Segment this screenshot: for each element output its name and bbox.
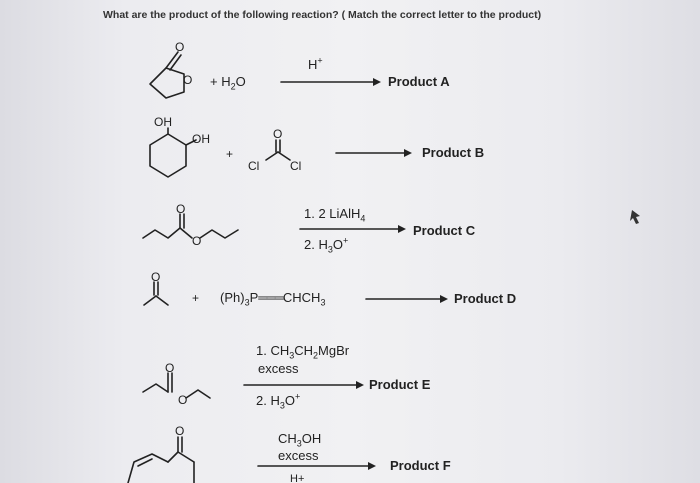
product-f-label: Product F (390, 458, 451, 473)
svg-text:O: O (175, 424, 184, 438)
arrowhead-f-icon (368, 462, 376, 470)
svg-text:+: + (226, 147, 233, 161)
acetone-structure: O (143, 270, 169, 306)
svg-text:OH: OH (154, 115, 172, 129)
svg-text:Cl: Cl (248, 159, 259, 173)
svg-text:O: O (178, 393, 187, 407)
svg-text:O: O (192, 234, 201, 248)
product-c-label: Product C (413, 223, 476, 238)
grignard-step: 1. CH3CH2MgBr (256, 343, 350, 361)
svg-text:O: O (151, 270, 160, 284)
water-reagent: + H2O (210, 74, 246, 92)
svg-text:O: O (176, 202, 185, 216)
lactone-structure: O O (149, 40, 192, 99)
phosgene-structure: O Cl Cl (248, 127, 301, 173)
excess-e: excess (258, 361, 299, 376)
ester-e-structure: O O (142, 361, 211, 407)
svg-text:O: O (175, 40, 184, 54)
excess-f: excess (278, 448, 319, 463)
svg-text:Cl: Cl (290, 159, 301, 173)
product-e-label: Product E (369, 377, 431, 392)
svg-text:O: O (183, 73, 192, 87)
mouse-pointer-icon (630, 210, 640, 224)
svg-text:+: + (192, 291, 199, 305)
reactant-f-structure: O (127, 424, 195, 483)
wittig-ylide: (Ph)3P═══CHCH3 (220, 290, 326, 308)
svg-text:O: O (273, 127, 282, 141)
product-a-label: Product A (388, 74, 450, 89)
question-text: What are the product of the following re… (103, 9, 542, 21)
lialh4-step: 1. 2 LiAlH4 (304, 206, 366, 224)
ester-c-structure: O O (142, 202, 239, 248)
arrowhead-d-icon (440, 295, 448, 303)
arrowhead-b-icon (404, 149, 412, 157)
svg-text:O: O (165, 361, 174, 375)
arrowhead-a-icon (373, 78, 381, 86)
svg-text:OH: OH (192, 132, 210, 146)
cyclohexanediol-structure: OH OH (149, 115, 210, 178)
product-d-label: Product D (454, 291, 517, 306)
arrowhead-e-icon (356, 381, 364, 389)
methanol-reagent: CH3OH (278, 431, 322, 449)
partial-catalyst-f: H+ (290, 473, 305, 483)
arrowhead-c-icon (398, 225, 406, 233)
product-b-label: Product B (422, 145, 485, 160)
acid-workup-step-c: 2. H3O+ (304, 236, 349, 255)
acid-workup-step-e: 2. H3O+ (256, 392, 301, 411)
acid-catalyst: H+ (308, 56, 323, 73)
